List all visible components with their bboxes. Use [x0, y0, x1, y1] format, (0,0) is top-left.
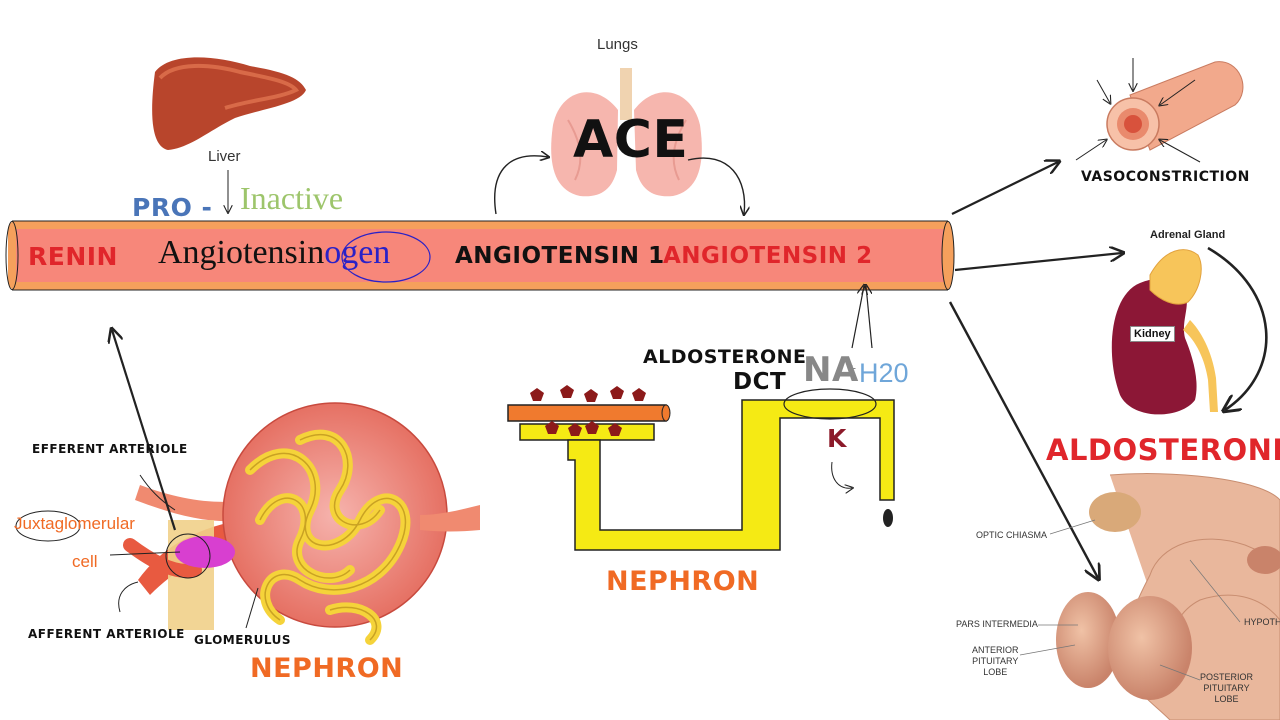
juxtaglomerular-label: Juxtaglomerular	[14, 514, 135, 533]
inactive-label: Inactive	[240, 180, 344, 216]
angiotensin2-label: ANGIOTENSIN 2	[663, 243, 873, 269]
aldosterone-small-label: ALDOSTERONE	[643, 346, 807, 368]
ace-label: ACE	[573, 110, 689, 170]
pituitary-illustration	[1019, 473, 1280, 720]
nephron-label-left: NEPHRON	[250, 653, 404, 684]
h2o-label: H20	[859, 358, 909, 388]
optic-chiasma-label: OPTIC CHIASMA	[976, 530, 1048, 540]
anterior-lobe-label: ANTERIOR PITUITARY LOBE	[972, 645, 1019, 678]
dct-label: DCT	[733, 369, 787, 395]
pro-label: PRO -	[132, 193, 213, 222]
arrow-to-adrenal	[954, 253, 1122, 272]
arrow-to-vasoconstriction	[951, 162, 1058, 215]
nephron-label-center: NEPHRON	[606, 566, 760, 597]
na-label: NA	[803, 350, 859, 390]
arrow-from-lungs	[687, 157, 745, 214]
arrow-juxta-to-vessel	[112, 330, 177, 531]
aldosterone-heading: ALDOSTERONE	[1046, 433, 1280, 467]
anterior-line-1: ANTERIOR	[972, 645, 1019, 655]
angiotensinogen-label: Angiotensinogen	[158, 234, 390, 272]
afferent-arteriole-label: AFFERENT ARTERIOLE	[28, 627, 185, 641]
posterior-line-2: PITUITARY	[1203, 683, 1250, 693]
renin-label: RENIN	[28, 242, 118, 271]
nephron-tubule	[507, 286, 895, 551]
kidney-label: Kidney	[1130, 326, 1175, 342]
cell-label: cell	[72, 552, 98, 571]
aldosterone-arrow	[1207, 246, 1268, 410]
angiotensin-prefix: Angiotensin	[158, 234, 325, 271]
arrow-to-pituitary	[948, 301, 1098, 578]
vasoconstriction-label: VASOCONSTRICTION	[1081, 169, 1250, 185]
na-plus-label: +	[848, 360, 857, 376]
artery-illustration	[1075, 58, 1244, 163]
posterior-lobe-label: POSTERIOR PITUITARY LOBE	[1200, 672, 1253, 705]
posterior-line-3: LOBE	[1214, 694, 1239, 704]
k-label: K	[827, 424, 847, 453]
lungs-label: Lungs	[597, 36, 638, 53]
ogen-circle	[341, 231, 431, 283]
blood-vessel	[5, 220, 955, 291]
angiotensin1-label: ANGIOTENSIN 1	[455, 243, 665, 269]
liver-illustration	[152, 57, 306, 150]
posterior-line-1: POSTERIOR	[1200, 672, 1254, 682]
efferent-arteriole-label: EFFERENT ARTERIOLE	[32, 442, 188, 456]
kidney-illustration	[1111, 249, 1218, 415]
ogen-suffix: ogen	[324, 234, 391, 271]
anterior-line-3: LOBE	[983, 667, 1008, 677]
arrow-to-lungs	[494, 156, 548, 215]
lungs-illustration	[551, 68, 702, 197]
anterior-line-2: PITUITARY	[972, 656, 1019, 666]
liver-label: Liver	[208, 148, 241, 165]
pars-intermedia-label: PARS INTERMEDIA	[956, 619, 1038, 629]
glomerulus-label: GLOMERULUS	[194, 633, 291, 647]
adrenal-gland-label: Adrenal Gland	[1150, 229, 1226, 241]
hypoth-label: HYPOTH	[1244, 617, 1280, 627]
